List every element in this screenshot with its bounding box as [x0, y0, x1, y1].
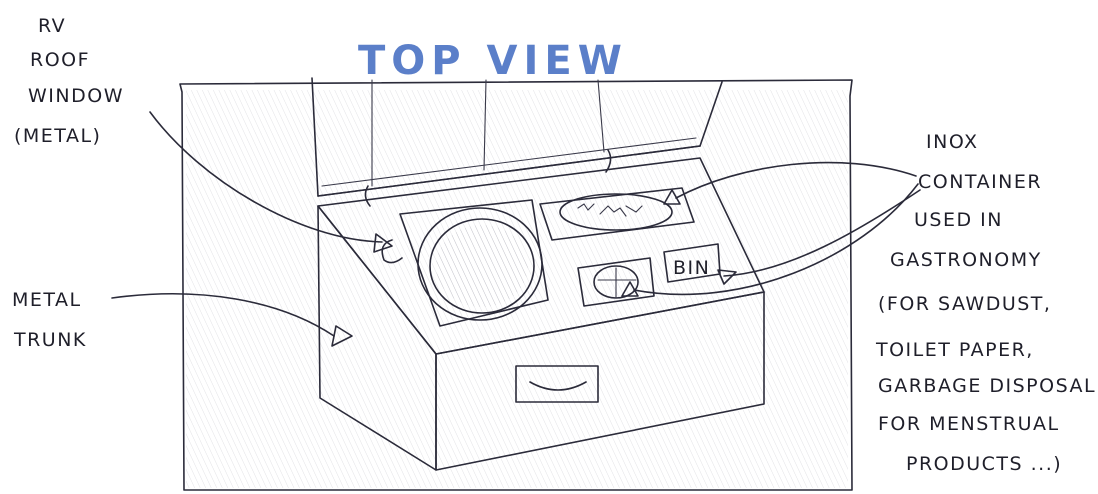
inox-label-line: FOR MENSTRUAL — [878, 413, 1060, 435]
roof-window-label-line: RV — [38, 15, 66, 37]
roof-window-label-line: (METAL) — [14, 125, 101, 147]
inox-label-line: TOILET PAPER, — [875, 339, 1034, 361]
inox-label-line: CONTAINER — [918, 171, 1042, 193]
diagram-title: TOP VIEW — [358, 38, 628, 84]
metal-trunk-label-line: METAL — [12, 289, 82, 311]
roof-window-label-line: WINDOW — [28, 85, 124, 107]
metal-trunk-label-line: TRUNK — [13, 329, 87, 351]
metal-trunk-label: METAL TRUNK — [12, 289, 87, 351]
roof-window-label: RV ROOF WINDOW (METAL) — [14, 15, 124, 147]
inox-label-line: INOX — [926, 131, 979, 153]
inox-container-label: INOX CONTAINER USED IN GASTRONOMY (FOR S… — [875, 131, 1096, 475]
inox-label-line: GARBAGE DISPOSAL — [878, 375, 1096, 397]
roof-window-label-line: ROOF — [30, 49, 90, 71]
inox-label-line: USED IN — [914, 209, 1003, 231]
bin-label: BIN — [673, 257, 710, 279]
inox-label-line: (FOR SAWDUST, — [878, 293, 1051, 315]
inox-label-line: PRODUCTS ...) — [906, 453, 1062, 475]
inox-label-line: GASTRONOMY — [890, 249, 1042, 271]
